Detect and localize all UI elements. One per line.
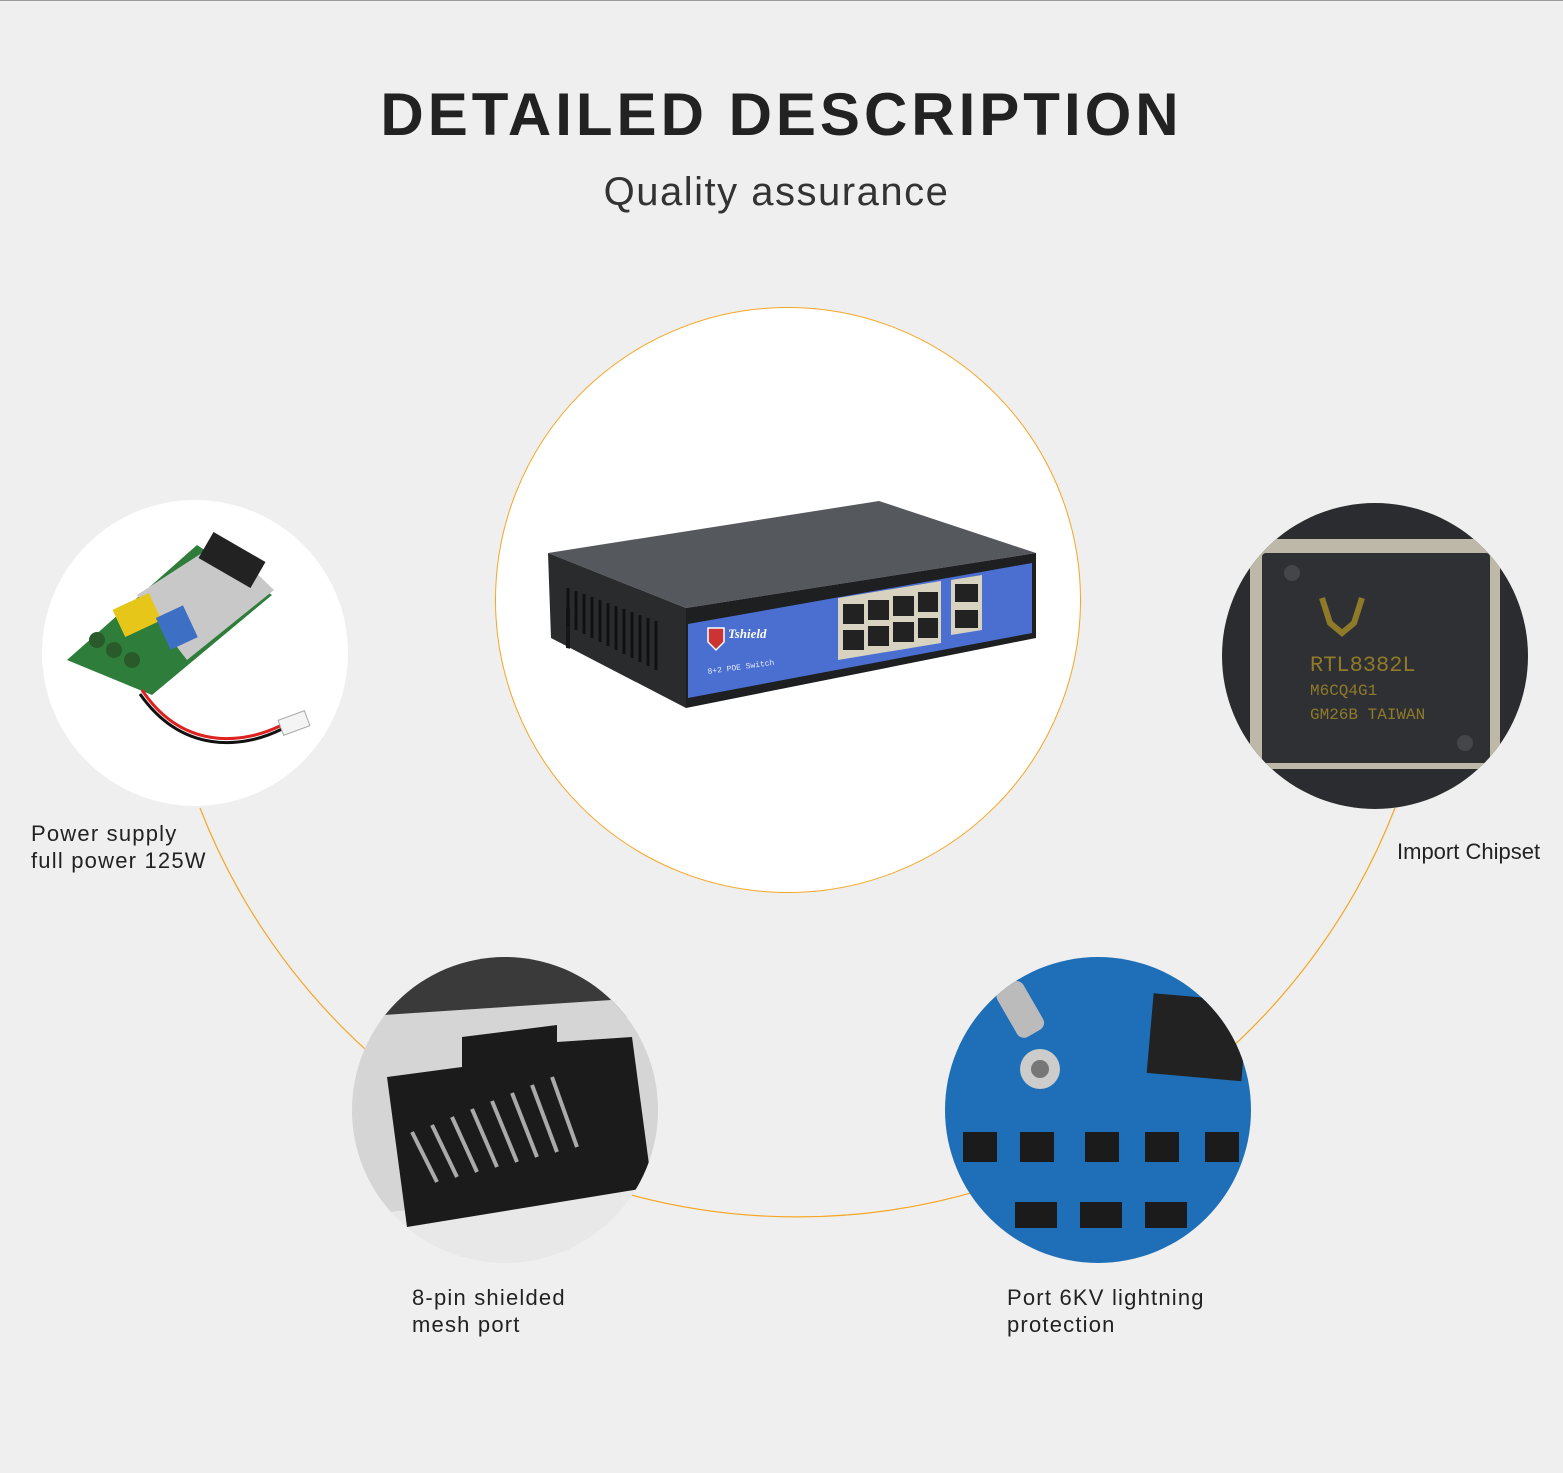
chip-lot: M6CQ4G1 <box>1310 682 1377 700</box>
feature-chipset: Import Chipset <box>1397 838 1540 865</box>
rj45-port-circle <box>352 957 658 1263</box>
feature-line: full power 125W <box>31 848 207 873</box>
pcb-protection-circle <box>945 957 1251 1263</box>
chip-origin: GM26B TAIWAN <box>1310 706 1425 724</box>
chipset-image: RTL8382L M6CQ4G1 GM26B TAIWAN <box>1250 539 1500 769</box>
page-title: DETAILED DESCRIPTION <box>380 81 1183 148</box>
pcb-image <box>963 981 1249 1228</box>
feature-line: mesh port <box>412 1312 521 1337</box>
feature-line: Power supply <box>31 821 178 846</box>
feature-line: protection <box>1007 1312 1116 1337</box>
power-supply-circle <box>42 500 348 806</box>
poe-switch-image: Tshield 8+2 POE Switch <box>548 501 1036 708</box>
feature-line: Port 6KV lightning <box>1007 1285 1205 1310</box>
feature-rj45-port: 8-pin shielded mesh port <box>412 1284 566 1338</box>
feature-line: Import Chipset <box>1397 839 1541 864</box>
feature-lightning-protection: Port 6KV lightning protection <box>1007 1284 1205 1338</box>
power-supply-image <box>67 532 311 745</box>
brand-logo: Tshield <box>728 626 767 641</box>
product-image-circle: Tshield 8+2 POE Switch <box>495 307 1081 893</box>
feature-power-supply: Power supply full power 125W <box>31 820 207 874</box>
top-divider <box>0 0 1563 1</box>
chip-model: RTL8382L <box>1310 653 1416 678</box>
chipset-circle: RTL8382L M6CQ4G1 GM26B TAIWAN <box>1222 503 1528 809</box>
page-subtitle: Quality assurance <box>603 170 950 214</box>
rj45-port-image <box>352 957 658 1227</box>
feature-line: 8-pin shielded <box>412 1285 566 1310</box>
